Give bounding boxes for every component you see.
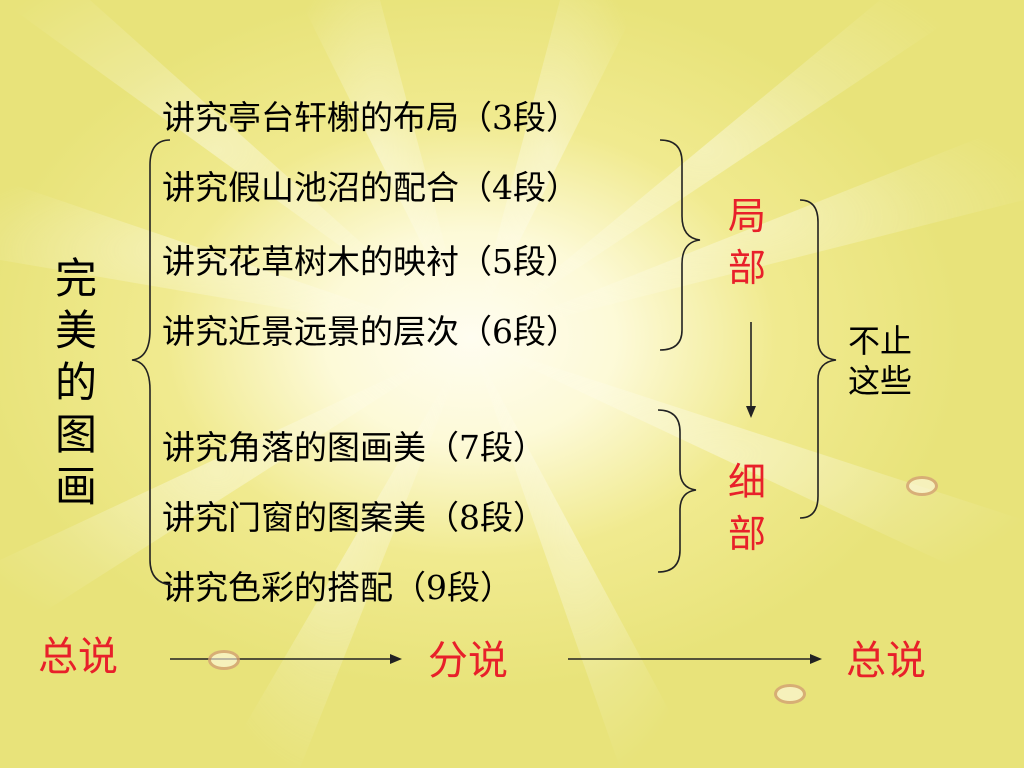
item-corner: 讲究角落的图画美（7段） [162,428,546,467]
label-part-1: 局 [728,194,767,238]
item-layout: 讲究亭台轩榭的布局（3段） [162,98,579,137]
label-detail-1: 细 [728,460,767,504]
flow-specific: 分说 [428,638,508,684]
item-depth: 讲究近景远景的层次（6段） [162,312,579,351]
label-part-2: 部 [728,246,767,290]
label-detail-2: 部 [728,512,767,556]
side-note-line-2: 这些 [848,362,913,400]
decorative-bubble [774,684,806,704]
left-brace [131,139,173,586]
item-color: 讲究色彩的搭配（9段） [162,568,513,607]
title-char: 的 [54,358,97,407]
item-flora: 讲究花草树木的映衬（5段） [162,242,579,281]
decorative-bubble [906,476,938,496]
title-char: 美 [54,306,97,355]
flow-general-start: 总说 [38,634,118,680]
arrow-down-head [746,406,756,418]
item-rockery: 讲究假山池沼的配合（4段） [162,168,579,207]
brace-outer [799,199,837,519]
title-char: 完 [54,254,97,303]
arrow-right-head-2 [810,654,822,664]
side-note-line-1: 不止 [848,322,913,360]
brace-detail [657,409,697,573]
decorative-bubble [208,650,240,670]
title-char: 图 [54,410,97,459]
brace-part [659,139,701,351]
title-char: 画 [54,462,97,511]
arrow-right-head-1 [390,654,402,664]
flow-general-end: 总说 [846,638,926,684]
item-window: 讲究门窗的图案美（8段） [162,498,546,537]
